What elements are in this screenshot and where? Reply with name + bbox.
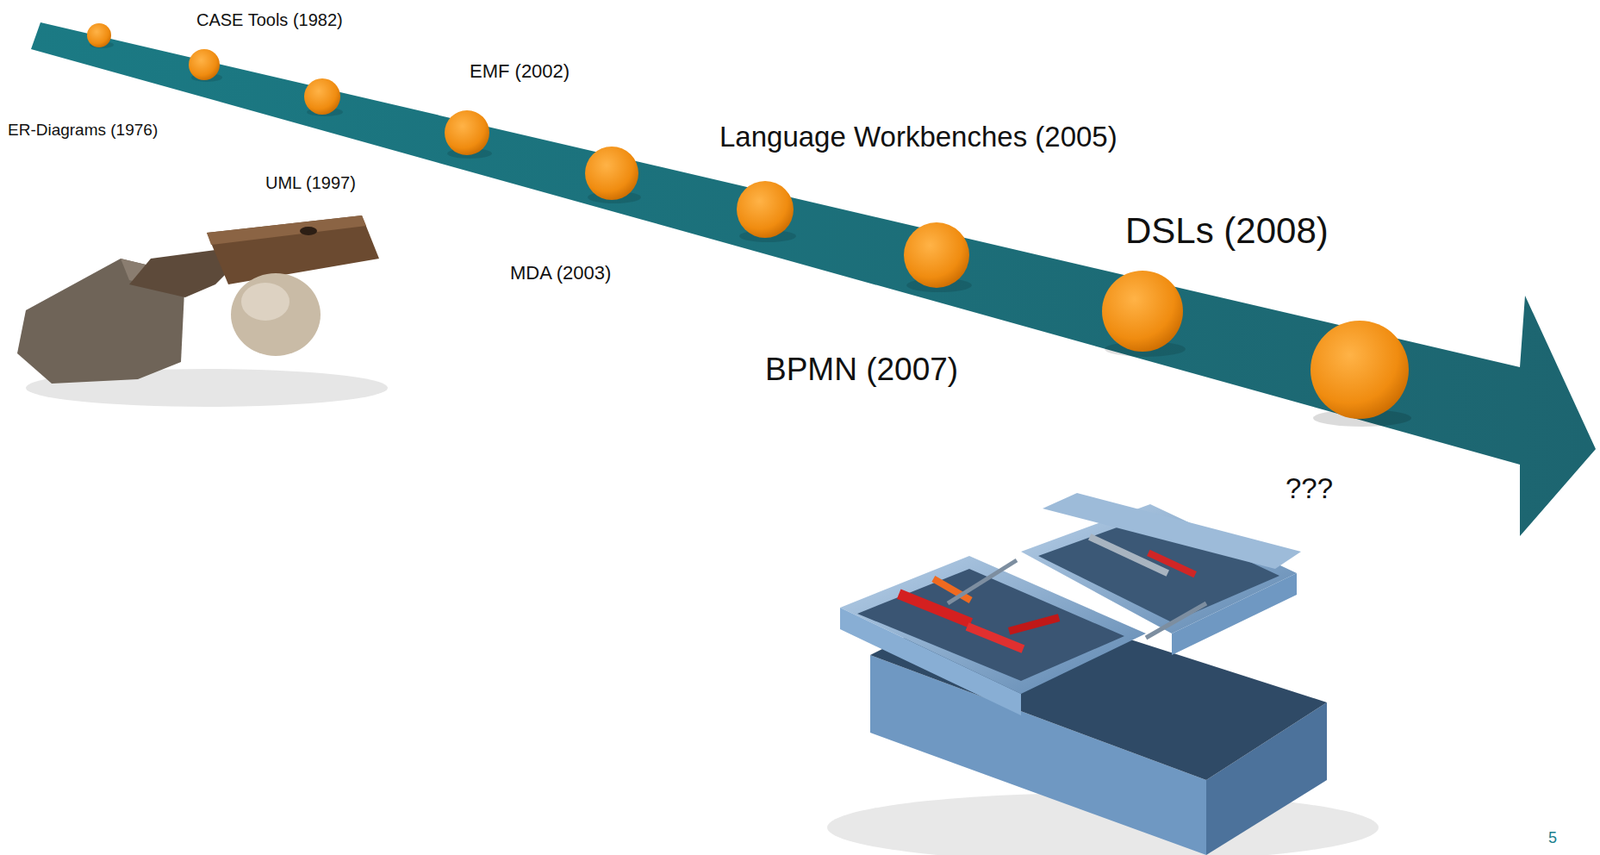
toolbox-picture bbox=[827, 492, 1379, 855]
year-label: EMF (2002) bbox=[469, 60, 570, 82]
timeline-arrow bbox=[31, 22, 1596, 536]
year-label: CASE Tools (1982) bbox=[196, 10, 343, 31]
page-number: 5 bbox=[1548, 828, 1557, 847]
year-label: UML (1997) bbox=[265, 173, 356, 193]
year-label: DSLs (2008) bbox=[1125, 210, 1329, 252]
future-label: ??? bbox=[1285, 472, 1333, 505]
year-label: MDA (2003) bbox=[510, 261, 611, 284]
year-label: Language Workbenches (2005) bbox=[719, 120, 1118, 154]
year-label: ER-Diagrams (1976) bbox=[7, 120, 158, 140]
timeline-dots bbox=[87, 23, 1412, 427]
stone-tools-picture bbox=[17, 215, 388, 407]
year-label: BPMN (2007) bbox=[765, 351, 959, 389]
